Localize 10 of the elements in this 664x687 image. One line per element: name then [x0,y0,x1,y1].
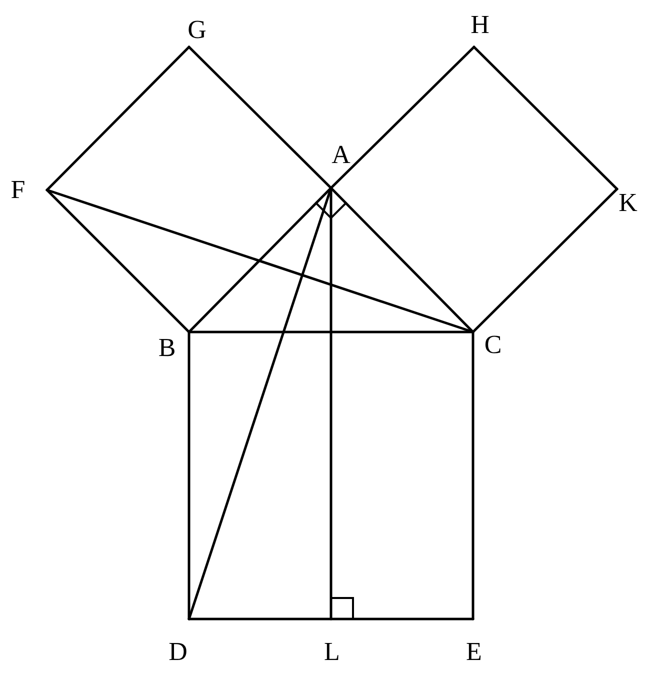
point-label: H [470,12,490,38]
point-label: C [484,332,502,358]
point-label: B [158,335,176,361]
point-label: K [618,190,638,216]
point-label: A [332,142,350,168]
point-label: E [466,639,482,665]
point-label: F [10,177,26,203]
point-label: G [188,17,206,43]
point-label: L [324,639,340,665]
point-label: D [168,639,188,665]
